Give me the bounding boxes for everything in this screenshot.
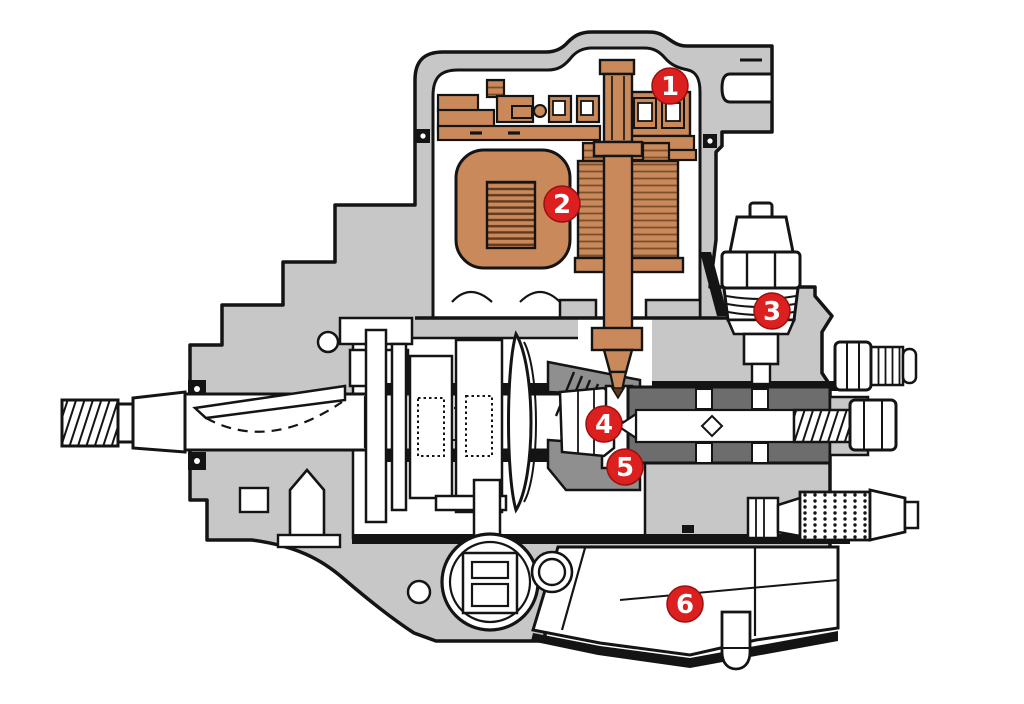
pedestal-right: [644, 298, 702, 320]
bracket-shadow: [531, 631, 838, 668]
cavity-foot-left: [451, 290, 493, 303]
bracket-hole: [537, 557, 567, 587]
cam-plate: [507, 330, 533, 514]
key-dashed-arc: [205, 401, 343, 433]
valve-hex-end: [868, 488, 907, 542]
lamination-stack-2: [628, 159, 680, 260]
flange-bolt-left: [416, 129, 430, 143]
cam-plate-line: [523, 341, 537, 503]
callout-4: 4: [585, 405, 623, 443]
delivery-port-diamond: [700, 414, 724, 438]
bracket-edge-line: [560, 547, 587, 631]
callout-3: 3: [753, 292, 791, 330]
valve3-stem-block: [742, 332, 780, 366]
valve3-head: [728, 215, 795, 254]
linkage-ball: [533, 104, 547, 118]
woodruff-key: [192, 384, 347, 420]
roller-detail: [417, 397, 445, 457]
solenoid-actuator-assembly: [436, 58, 698, 400]
plug-stub: [238, 486, 270, 514]
bolt-hole-lower: [406, 579, 432, 605]
callout-2-label: 2: [553, 190, 571, 220]
valve3-stem: [750, 362, 772, 386]
shaft-top-cap: [598, 58, 636, 76]
plunger: [634, 408, 796, 444]
callouts: 1 2 3 4 5 6: [543, 67, 791, 623]
shaft-cone: [131, 390, 187, 454]
sensor-window-1: [552, 100, 566, 116]
drain-plug: [238, 467, 432, 605]
flange-bolt-right: [703, 134, 717, 148]
fitting-cap: [901, 347, 918, 385]
sensor-window-2: [580, 100, 594, 116]
linkage-pin: [511, 105, 533, 119]
plug-flange: [276, 533, 342, 549]
callout-4-label: 4: [595, 410, 613, 440]
fitting-thread: [869, 345, 905, 387]
electrical-connector-socket: [720, 72, 774, 104]
callout-5: 5: [606, 448, 644, 486]
timing-device-boss: [434, 478, 540, 632]
callout-5-label: 5: [616, 453, 634, 483]
linkage-block-left: [436, 93, 480, 113]
armature-window-2: [665, 102, 681, 122]
valve-tip: [903, 500, 920, 530]
neck-shadow: [700, 252, 728, 316]
callout-3-label: 3: [763, 297, 781, 327]
adjust-screw: [485, 78, 506, 99]
callout-1: 1: [651, 67, 689, 105]
shaft-collar: [116, 402, 135, 444]
roller: [465, 395, 493, 457]
shaft-taper: [602, 348, 634, 374]
fitting-hex: [833, 340, 873, 392]
distributor-plunger-barrel: [616, 385, 898, 465]
gap-chip: [682, 525, 694, 533]
magnet-coil-winding: [485, 180, 537, 250]
overflow-valve: [746, 488, 920, 542]
banjo-fitting: [833, 340, 918, 392]
boss-detail-1: [470, 560, 510, 580]
port-bottom-2: [751, 442, 769, 464]
support-plate-1: [364, 328, 388, 524]
valve-plug: [746, 496, 780, 540]
bracket-fold-line: [619, 579, 839, 601]
callout-6-label: 6: [676, 590, 694, 620]
callout-2: 2: [543, 185, 581, 223]
pedestal-left: [558, 298, 598, 320]
callout-1-label: 1: [661, 72, 679, 102]
bolt-hole-upper: [316, 330, 340, 354]
armature-window-1: [637, 102, 653, 122]
valve-neck: [776, 496, 802, 538]
shaft-collar-lower: [590, 326, 644, 352]
port-top-2: [751, 388, 769, 410]
stack-cap-2: [641, 141, 671, 163]
cavity-foot-right: [519, 290, 561, 303]
port-bottom-1: [695, 442, 713, 464]
support-plate-2: [390, 342, 408, 512]
control-shaft-upper: [602, 72, 634, 144]
return-pipe-stub: [720, 610, 752, 671]
needle-tip: [610, 387, 626, 400]
shaft-thread: [60, 398, 120, 448]
valve3-hex: [720, 250, 802, 290]
control-shaft-lower: [602, 154, 634, 332]
plug-thread: [792, 408, 852, 444]
boss-detail-2: [470, 582, 510, 608]
gap-bottom-band: [352, 534, 850, 544]
plug-hex-nut: [848, 398, 898, 452]
callout-6: 6: [666, 585, 704, 623]
shaft-collar-upper: [592, 140, 644, 158]
delivery-valve: [720, 201, 802, 386]
port-top-1: [695, 388, 713, 410]
valve-spring-body: [798, 490, 872, 542]
plunger-tip: [616, 411, 638, 441]
